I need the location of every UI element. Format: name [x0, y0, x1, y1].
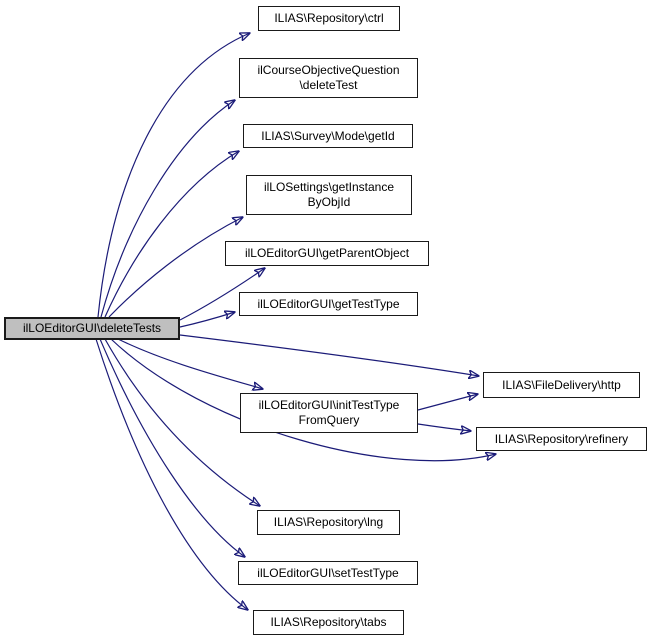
- node-surveyModeGetId[interactable]: ILIAS\Survey\Mode\getId: [243, 124, 413, 148]
- edge-deleteTests-surveyModeGetId: [104, 151, 239, 318]
- node-initTestTypeFromQuery[interactable]: ilLOEditorGUI\initTestType FromQuery: [240, 393, 418, 433]
- node-ctrl[interactable]: ILIAS\Repository\ctrl: [258, 6, 400, 31]
- node-loSettingsGetInstance[interactable]: ilLOSettings\getInstance ByObjId: [246, 175, 412, 215]
- node-deleteTests: ilLOEditorGUI\deleteTests: [4, 317, 180, 340]
- edge-deleteTests-courseObjectiveDelete: [100, 100, 235, 318]
- edge-deleteTests-getParentObject: [179, 268, 265, 321]
- edge-deleteTests-ctrl: [97, 33, 250, 318]
- node-http[interactable]: ILIAS\FileDelivery\http: [483, 372, 640, 398]
- node-lng[interactable]: ILIAS\Repository\lng: [257, 510, 400, 535]
- node-tabs[interactable]: ILIAS\Repository\tabs: [253, 610, 404, 635]
- edge-deleteTests-initTestTypeFromQuery: [117, 338, 263, 389]
- edge-initTestTypeFromQuery-http: [417, 394, 478, 411]
- edge-deleteTests-getTestType: [179, 312, 235, 328]
- node-getParentObject[interactable]: ilLOEditorGUI\getParentObject: [225, 241, 429, 266]
- edge-deleteTests-refinery: [110, 338, 496, 462]
- node-getTestType[interactable]: ilLOEditorGUI\getTestType: [239, 292, 418, 316]
- edge-deleteTests-tabs: [95, 338, 248, 610]
- edge-deleteTests-setTestType: [99, 338, 245, 557]
- node-refinery[interactable]: ILIAS\Repository\refinery: [476, 427, 647, 451]
- node-setTestType[interactable]: ilLOEditorGUI\setTestType: [238, 561, 418, 585]
- node-courseObjectiveDelete[interactable]: ilCourseObjectiveQuestion \deleteTest: [239, 58, 418, 98]
- edge-initTestTypeFromQuery-refinery: [417, 423, 471, 431]
- edge-deleteTests-loSettingsGetInstance: [108, 217, 243, 318]
- edge-deleteTests-lng: [104, 338, 260, 506]
- edge-deleteTests-http: [179, 334, 479, 376]
